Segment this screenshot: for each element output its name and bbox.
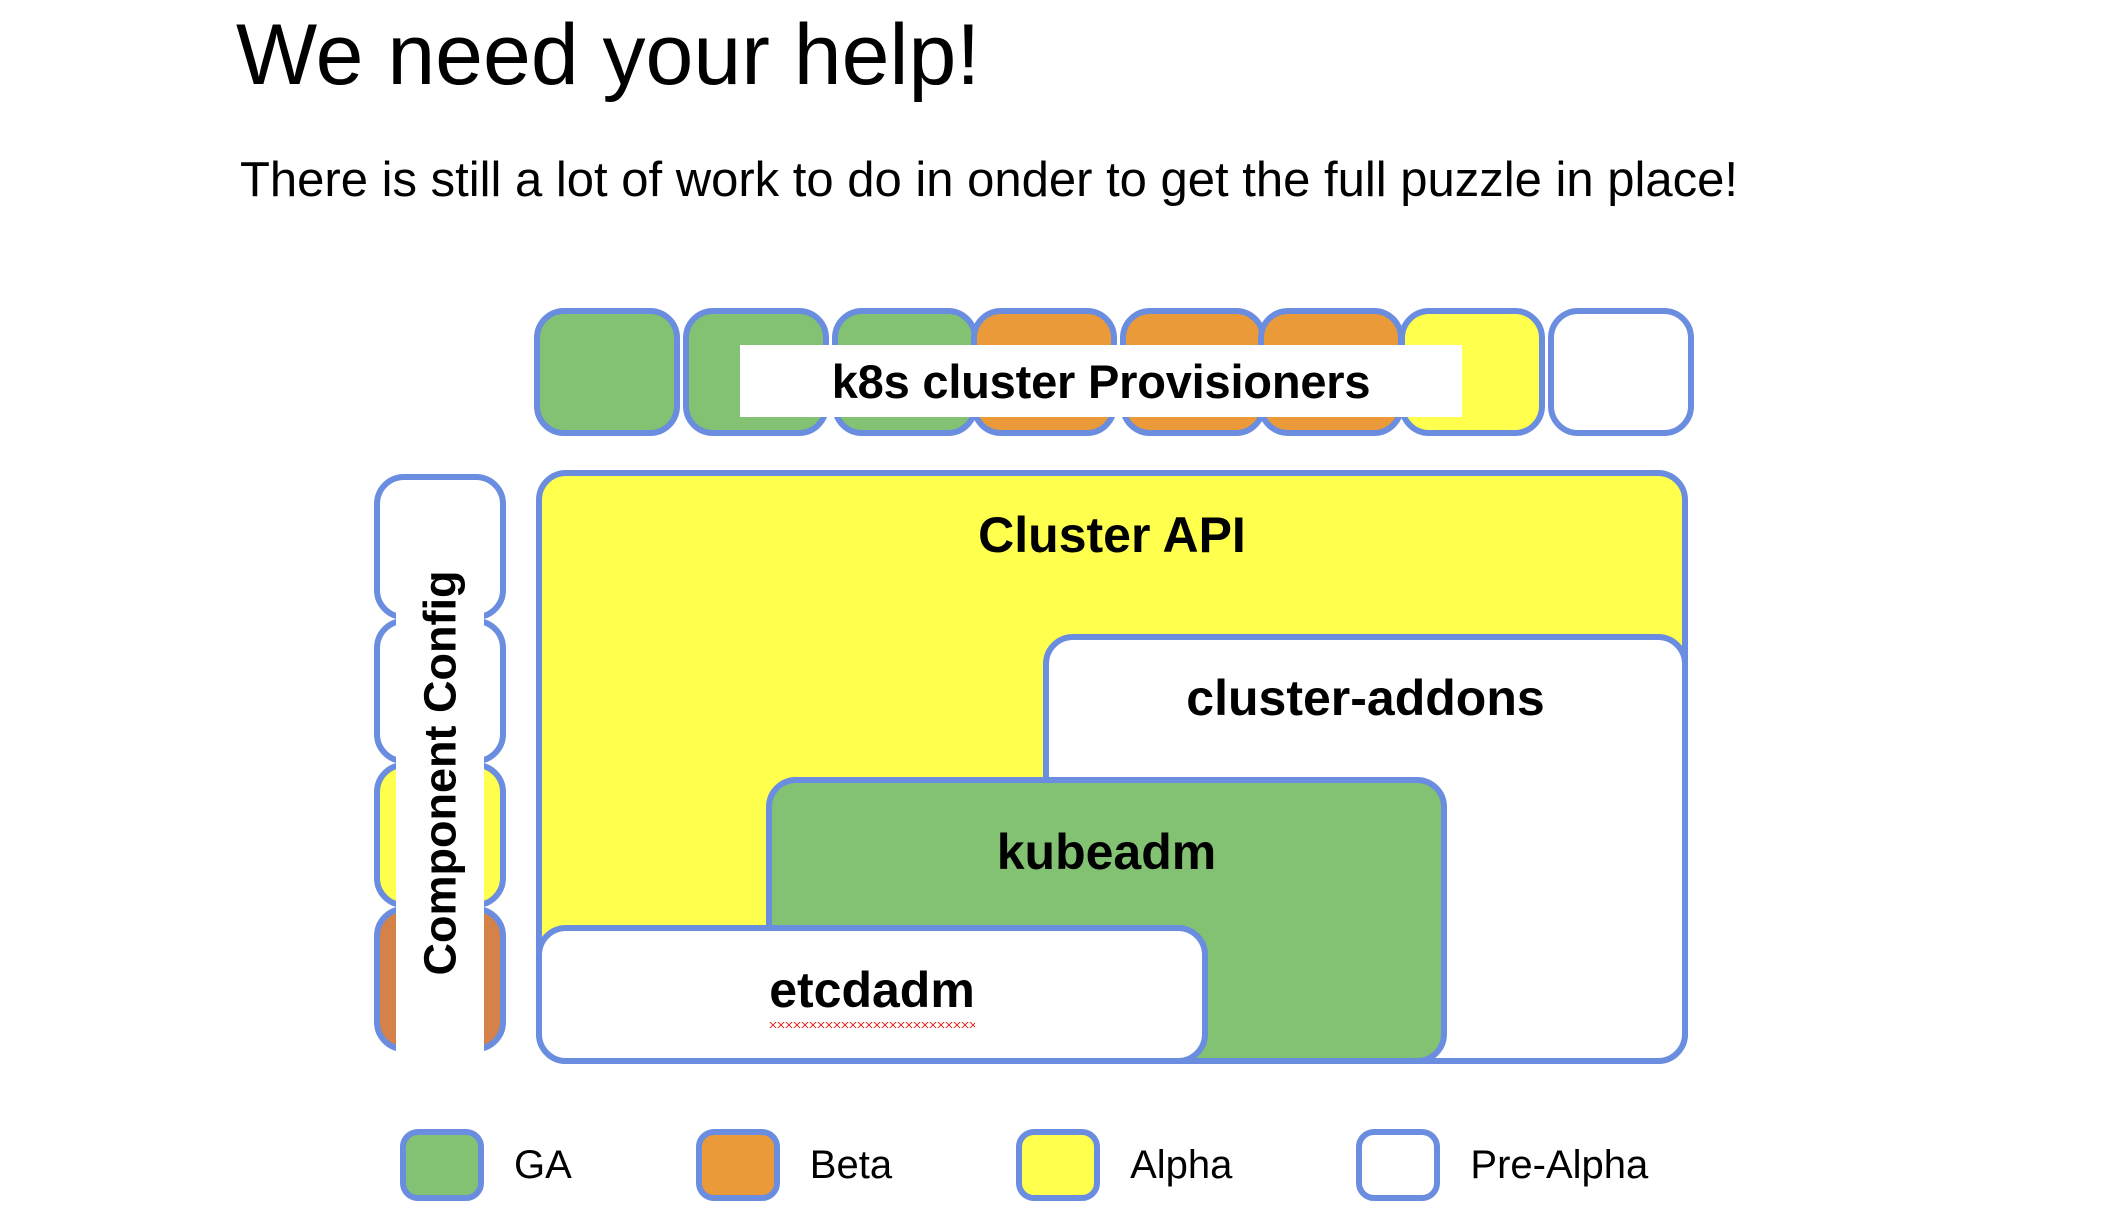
provisioner-box-1[interactable]	[534, 308, 680, 436]
legend-label-alpha: Alpha	[1130, 1142, 1233, 1187]
etcdadm-box[interactable]: etcdadm	[536, 925, 1208, 1064]
legend-swatch-ga	[400, 1129, 484, 1201]
legend-label-prealpha: Pre-Alpha	[1470, 1142, 1649, 1187]
provisioner-label: k8s cluster Provisioners	[831, 354, 1371, 408]
legend-item-ga: GA	[400, 1126, 572, 1204]
etcdadm-label-wrap: etcdadm	[542, 961, 1202, 1028]
slide-subtitle: There is still a lot of work to do in on…	[240, 153, 1739, 207]
legend-item-prealpha: Pre-Alpha	[1356, 1126, 1648, 1204]
legend-label-beta: Beta	[809, 1142, 893, 1187]
legend-label-ga: GA	[514, 1142, 572, 1187]
legend-item-beta: Beta	[695, 1126, 893, 1204]
etcdadm-label: etcdadm	[769, 962, 975, 1028]
legend-swatch-beta	[695, 1129, 780, 1201]
component-config-label: Component Config	[414, 570, 466, 976]
component-config-label-band: Component Config	[396, 492, 484, 1054]
kubeadm-label: kubeadm	[996, 824, 1217, 880]
legend-item-alpha: Alpha	[1016, 1126, 1232, 1204]
legend-swatch-alpha	[1016, 1129, 1101, 1201]
provisioner-box-8[interactable]	[1548, 308, 1694, 436]
cluster-api-label: Cluster API	[978, 507, 1246, 563]
legend-swatch-prealpha	[1356, 1129, 1441, 1201]
slide-title: We need your help!	[236, 7, 981, 103]
provisioner-label-band: k8s cluster Provisioners	[740, 345, 1462, 417]
legend: GA Beta Alpha Pre-Alpha	[400, 1126, 1648, 1204]
cluster-addons-label: cluster-addons	[1186, 670, 1545, 726]
